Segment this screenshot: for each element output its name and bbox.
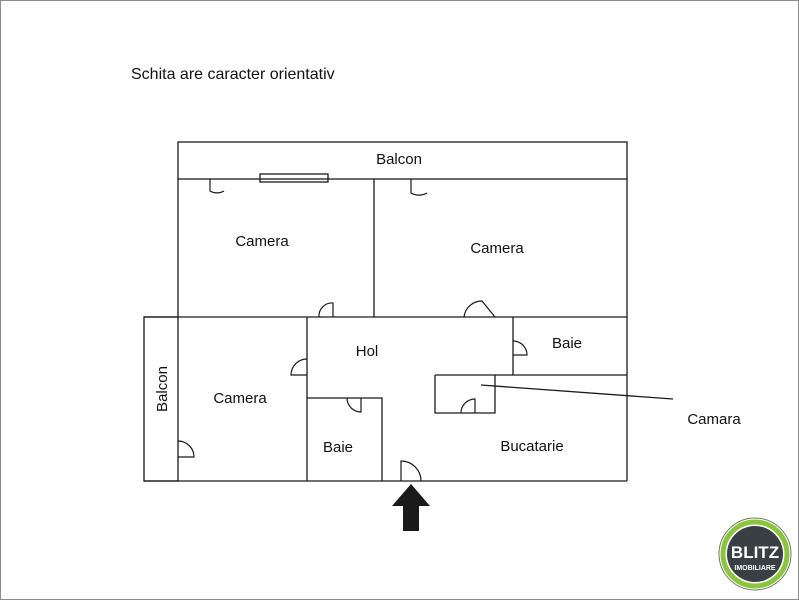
label-camera-1: Camera [235, 233, 289, 250]
door-camera1 [209, 179, 225, 194]
door-entrance [400, 460, 422, 482]
door-baie1 [512, 340, 528, 356]
label-camera-3: Camera [213, 390, 267, 407]
door-camera2 [410, 179, 428, 196]
label-camara: Camara [687, 411, 741, 428]
label-hol: Hol [356, 343, 379, 360]
label-baie-2: Baie [323, 439, 353, 456]
door-hol-camera1 [318, 302, 334, 318]
camara-leader-line [480, 384, 674, 400]
window-top [259, 173, 329, 183]
balcon-top-outline [177, 141, 628, 180]
logo-ring [720, 519, 790, 589]
door-balcon-side [177, 440, 195, 458]
wall-camara [434, 375, 496, 414]
door-hol-camera2 [463, 300, 496, 318]
logo-sub: IMOBILIARE [734, 565, 776, 572]
label-balcon-top: Balcon [376, 151, 422, 168]
logo-brand: BLITZ [731, 543, 779, 562]
entrance-arrow-icon [392, 484, 430, 531]
label-balcon-side: Balcon [154, 366, 171, 412]
door-baie2 [346, 397, 362, 413]
logo-disc [727, 526, 783, 582]
orientation-note: Schita are caracter orientativ [131, 66, 335, 83]
door-hol-camera3 [290, 358, 308, 376]
blitz-logo: BLITZ IMOBILIARE [718, 517, 792, 591]
door-camara [460, 398, 476, 414]
label-camera-2: Camera [470, 240, 524, 257]
label-bucatarie: Bucatarie [500, 438, 563, 455]
label-baie-1: Baie [552, 335, 582, 352]
wall-baie2 [307, 397, 383, 481]
